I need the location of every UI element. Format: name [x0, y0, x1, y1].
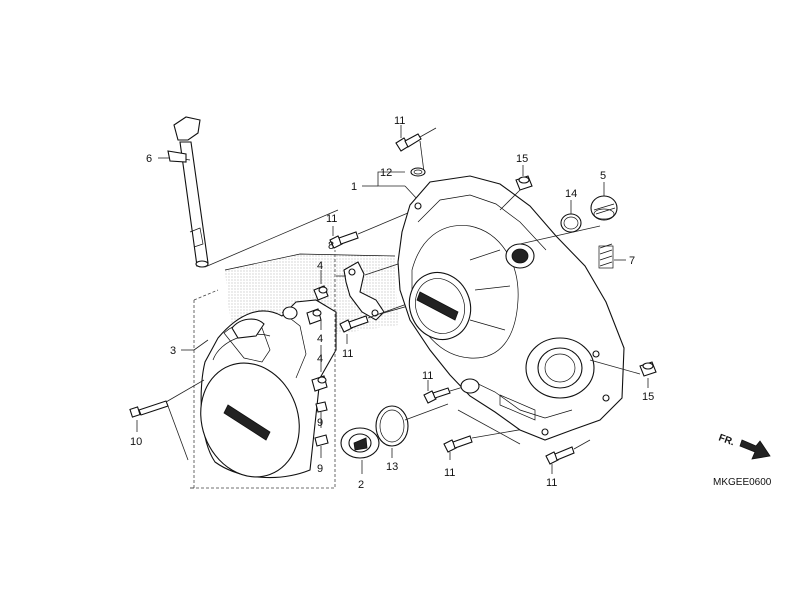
callout-6: 6: [146, 153, 152, 165]
callout-2: 2: [358, 479, 364, 491]
bolts-11-part: [329, 133, 575, 465]
callout-7: 7: [629, 255, 635, 267]
right-crankcase-cover-part: [397, 175, 625, 441]
seal-12-part: [410, 167, 426, 177]
o-ring-14-part: [560, 213, 582, 233]
o-ring-13-part: [375, 405, 409, 447]
callout-4-a: 4: [317, 260, 323, 272]
front-direction-indicator: FR.: [717, 432, 771, 460]
callout-4-c: 4: [317, 353, 323, 365]
diagram-code: MKGEE0600: [713, 477, 772, 488]
keys-part: [314, 401, 329, 447]
bolt-10-part: [129, 400, 169, 418]
callout-11-left-lower: 11: [342, 348, 353, 360]
callout-14: 14: [565, 188, 577, 200]
shift-rod-part: [167, 116, 209, 268]
callout-11-middle: 11: [422, 370, 433, 382]
callout-1: 1: [351, 181, 357, 193]
arrow-lower-right-icon: [739, 439, 771, 460]
callout-12: 12: [380, 167, 392, 179]
plug-2-part: [340, 427, 380, 459]
callout-10: 10: [130, 436, 142, 448]
dowel-pins-part: [306, 285, 329, 392]
callout-15-top: 15: [516, 153, 528, 165]
callout-9-a: 9: [317, 417, 323, 429]
callout-9-b: 9: [317, 463, 323, 475]
cap-5-part: [590, 195, 618, 221]
callout-15-right: 15: [642, 391, 654, 403]
dowel-15-part: [515, 175, 657, 377]
callout-11-top: 11: [394, 115, 405, 127]
callout-3: 3: [170, 345, 176, 357]
callout-4-b: 4: [317, 333, 323, 345]
callout-13: 13: [386, 461, 398, 473]
callout-11-left-upper: 11: [326, 213, 337, 225]
callout-11-bottom: 11: [444, 467, 455, 479]
spring-7-part: [598, 243, 614, 269]
callout-11-bottom-right: 11: [546, 477, 557, 489]
callout-5: 5: [600, 170, 606, 182]
callout-8: 8: [328, 240, 334, 252]
direction-label: FR.: [717, 432, 736, 448]
